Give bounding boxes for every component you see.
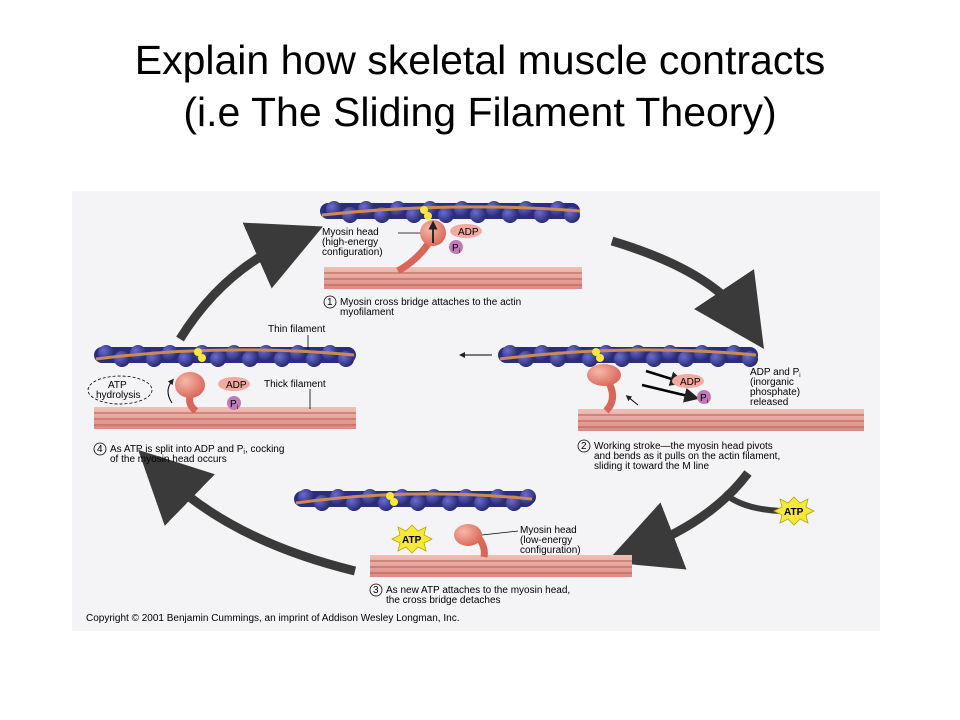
atp-entry-arrow [722, 490, 781, 514]
step-1-group: ADP Pi Myosin head (high-energy configur… [320, 201, 582, 318]
step-1-number: 1 [327, 297, 333, 308]
step-1-adp-badge [450, 224, 482, 238]
step-1-thin-filament [320, 201, 581, 223]
step-2-adp-badge [672, 374, 704, 388]
incoming-atp-label: ATP [784, 507, 804, 518]
step-2-myosin-head [587, 364, 621, 386]
step-2-caption-line1: Working stroke—the myosin head pivots [594, 441, 773, 452]
step-3-atp-star [391, 524, 433, 554]
step-2-release-line3: phosphate) [750, 387, 800, 398]
step-3-number: 3 [373, 585, 379, 596]
step-2-release-line1: ADP and Pi [750, 367, 801, 379]
step-4-thin-filament [94, 345, 356, 367]
step-1-pi-badge [449, 240, 463, 254]
step-1-caption-line1: Myosin cross bridge attaches to the acti… [340, 297, 521, 308]
step-4-group: Thin filament Thick filament ATP hydroly… [87, 324, 356, 465]
thick-filament-label: Thick filament [264, 379, 326, 390]
step-1-head-label-line2: (high-energy [322, 237, 378, 248]
step-4-caption-line1: As ATP is split into ADP and Pi, cocking [110, 444, 284, 456]
step-2-thick-filament [578, 409, 864, 431]
title-line-1: Explain how skeletal muscle contracts [134, 37, 826, 83]
step-1-adp-label: ADP [458, 227, 479, 238]
cycle-arrow-2-to-3 [606, 470, 752, 570]
step-1-caption-line2: myofilament [340, 307, 394, 318]
hydrolysis-label-line1: ATP [108, 380, 127, 391]
slide-title: Explain how skeletal muscle contracts (i… [0, 34, 960, 138]
step-3-head-label-line3: configuration) [520, 545, 581, 556]
step-2-pi-badge [697, 390, 711, 404]
cycle-arrow-4-to-1 [176, 222, 323, 342]
step-3-caption-line2: the cross bridge detaches [386, 595, 501, 606]
step-1-pi-label: Pi [452, 243, 460, 255]
step-4-myosin-head [175, 372, 205, 398]
cycle-arrow-3-to-4 [138, 449, 357, 576]
step-3-thick-filament [370, 555, 632, 577]
step-4-pi-label: Pi [230, 399, 238, 411]
copyright-notice: Copyright © 2001 Benjamin Cummings, an i… [86, 613, 459, 624]
title-line-2: (i.e The Sliding Filament Theory) [183, 89, 777, 135]
step-4-adp-label: ADP [226, 380, 247, 391]
step-3-caption-line1: As new ATP attaches to the myosin head, [386, 585, 570, 596]
step-4-number: 4 [97, 444, 103, 455]
step-3-head-label-line2: (low-energy [520, 535, 572, 546]
step-2-thin-filament [498, 345, 758, 367]
step-2-release-line2: (inorganic [750, 377, 794, 388]
step-3-myosin-head [454, 524, 482, 546]
thin-filament-label: Thin filament [268, 324, 325, 335]
step-3-thin-filament [294, 489, 536, 511]
cross-bridge-cycle-diagram: ADP Pi Myosin head (high-energy configur… [86, 201, 864, 624]
step-1-head-label-line1: Myosin head [322, 227, 379, 238]
step-2-adp-label: ADP [680, 377, 701, 388]
hydrolysis-label-line2: hydrolysis [96, 390, 140, 401]
step-3-atp-label: ATP [402, 535, 422, 546]
step-3-group: ATP Myosin head (low-energy configuratio… [294, 489, 632, 606]
step-3-head-label-line1: Myosin head [520, 525, 577, 536]
cross-bridge-cycle-figure: ADP Pi Myosin head (high-energy configur… [72, 191, 880, 631]
step-4-pi-badge [227, 396, 241, 410]
step-4-caption-line2: of the myosin head occurs [110, 454, 227, 465]
step-1-head-label-line3: configuration) [322, 247, 383, 258]
step-2-number: 2 [581, 441, 587, 452]
incoming-atp-star: ATP [773, 496, 815, 526]
step-4-thick-filament [94, 407, 356, 429]
step-2-release-line4: released [750, 397, 788, 408]
step-2-caption-line2: and bends as it pulls on the actin filam… [594, 451, 780, 462]
step-4-adp-badge [218, 377, 250, 391]
step-2-caption-line3: sliding it toward the M line [594, 461, 709, 472]
step-2-group: ADP Pi ADP and Pi (inorganic phosphate) … [459, 345, 864, 472]
step-1-thick-filament [324, 267, 582, 289]
step-2-pi-label: Pi [700, 393, 708, 405]
cycle-arrow-1-to-2 [610, 236, 764, 349]
